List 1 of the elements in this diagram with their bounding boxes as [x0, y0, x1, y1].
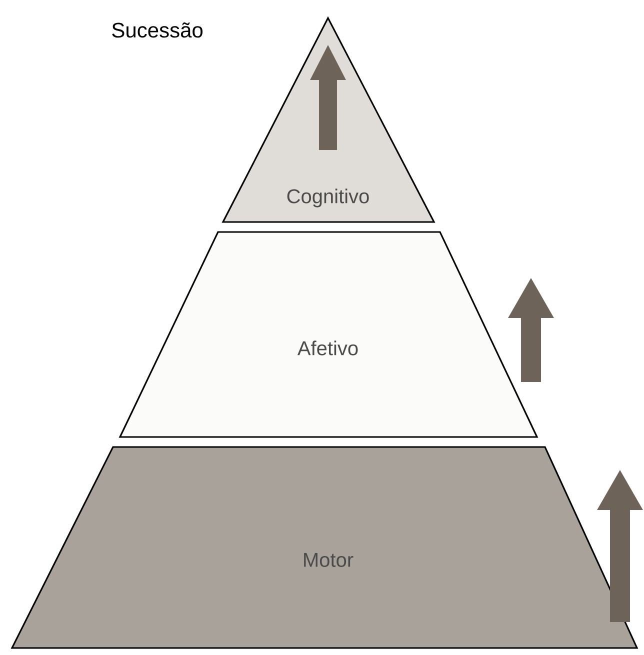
- title-label: Sucessão: [112, 22, 203, 38]
